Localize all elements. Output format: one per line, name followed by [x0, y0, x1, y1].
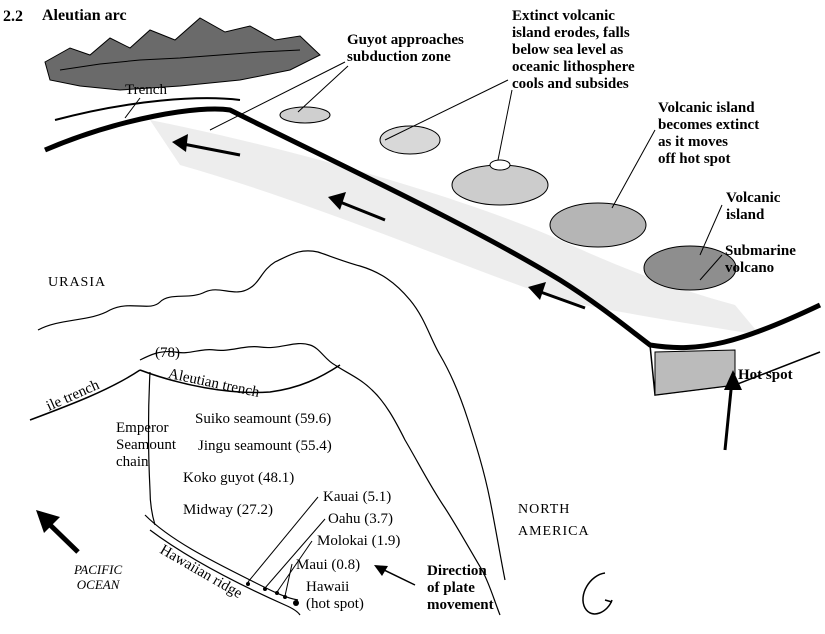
coastline-alaska-south	[139, 343, 336, 366]
motion-arrowhead-right	[528, 282, 546, 300]
leader-oahu	[264, 518, 326, 589]
leader-becomes-extinct	[611, 129, 656, 209]
motion-arrow-right	[534, 288, 586, 310]
north-america-mark-2	[604, 599, 613, 603]
motion-arrow-middle	[334, 198, 386, 222]
label-koko-guyot: Koko guyot (48.1)	[183, 470, 295, 486]
label-pacific-ocean: PACIFIC OCEAN	[74, 562, 123, 592]
leader-guyot-2	[297, 65, 349, 113]
leader-kauai	[247, 496, 319, 583]
coastline-mainland	[334, 364, 501, 616]
label-aleutian-arc: Aleutian arc	[42, 7, 127, 24]
hawaiian-ridge-line	[149, 529, 301, 616]
coastline-asia	[37, 250, 506, 581]
submerged-seamount-shape	[379, 125, 441, 155]
leader-lines	[124, 61, 723, 281]
label-bend-age: (78)	[155, 345, 180, 361]
direction-arrow	[379, 567, 416, 586]
leader-submarine	[699, 254, 723, 281]
label-hot-spot: Hot spot	[738, 367, 793, 383]
aleutian-trench-line	[139, 364, 341, 394]
north-america-mark	[582, 572, 613, 615]
leader-extinct-1	[384, 79, 509, 141]
island-maui	[283, 595, 287, 599]
eroding-island-shape	[549, 202, 647, 248]
kurile-trench-line	[29, 369, 141, 421]
label-becomes-extinct: Volcanic island becomes extinct as it mo…	[658, 100, 760, 167]
label-kauai: Kauai (5.1)	[323, 489, 392, 505]
motion-arrowhead-middle	[328, 192, 346, 210]
label-north-america: NORTH AMERICA	[518, 502, 590, 539]
aleutian-arc-shading	[59, 49, 301, 71]
hawaiian-islands	[246, 582, 299, 606]
leader-extinct-2	[497, 89, 513, 161]
label-emperor-chain: Emperor Seamount chain	[116, 420, 176, 470]
hot-spot-arrowhead	[724, 370, 742, 390]
plate-block	[44, 17, 822, 396]
label-hawaii: Hawaii (hot spot)	[306, 579, 364, 612]
label-suiko-seamount: Suiko seamount (59.6)	[195, 411, 332, 427]
extinct-volcano-crater	[489, 159, 511, 171]
island-kauai	[246, 582, 250, 586]
label-extinct-erodes: Extinct volcanic island erodes, falls be…	[512, 8, 635, 92]
direction-arrowhead	[374, 565, 388, 576]
plate-motion-arrows	[36, 134, 742, 586]
label-jingu-seamount: Jingu seamount (55.4)	[198, 438, 332, 454]
leader-trench	[124, 97, 141, 119]
leader-molokai	[276, 540, 313, 593]
guyot-shape	[279, 106, 331, 124]
label-direction: Direction of plate movement	[427, 563, 494, 613]
motion-arrowhead-left	[172, 134, 188, 152]
plate-top-surface	[150, 120, 760, 335]
figure-number: 2.2	[3, 8, 23, 25]
hawaiian-ridge-line-upper	[144, 514, 299, 601]
leader-maui	[284, 563, 293, 597]
volcano-series	[279, 106, 737, 291]
label-maui: Maui (0.8)	[296, 557, 361, 573]
island-hawaii	[293, 600, 299, 606]
label-volcanic-island: Volcanic island	[726, 190, 781, 223]
pacific-plate-arrowhead	[36, 510, 60, 533]
label-oahu: Oahu (3.7)	[328, 511, 393, 527]
leader-volcanic-island	[699, 204, 723, 256]
label-trench: Trench	[125, 82, 167, 98]
hot-spot-arrow	[723, 379, 734, 451]
label-molokai: Molokai (1.9)	[317, 533, 401, 549]
motion-arrow-left	[177, 141, 241, 157]
map	[29, 250, 613, 616]
label-guyot: Guyot approaches subduction zone	[347, 32, 464, 65]
label-submarine-volcano: Submarine volcano	[725, 243, 796, 276]
trench-groove	[54, 97, 241, 121]
active-island-shape	[643, 245, 737, 291]
label-urasia: URASIA	[48, 275, 107, 290]
emperor-chain-line	[147, 371, 156, 526]
subducting-slab	[44, 106, 822, 351]
plate-block-front	[654, 349, 736, 396]
label-midway: Midway (27.2)	[183, 502, 273, 518]
aleutian-arc-mountains	[44, 17, 321, 91]
island-molokai	[275, 591, 279, 595]
leader-guyot-1	[209, 61, 346, 131]
island-oahu	[263, 587, 267, 591]
extinct-volcano-shape	[451, 164, 549, 206]
